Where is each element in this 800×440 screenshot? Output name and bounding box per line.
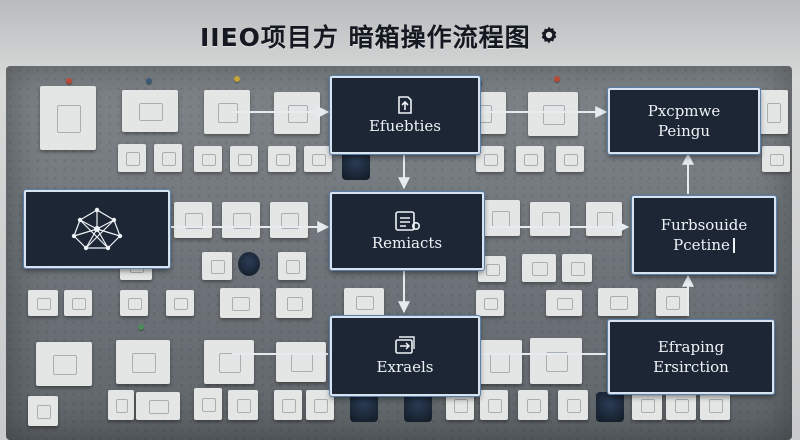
pinned-card [36, 342, 92, 386]
pinned-card [522, 254, 556, 282]
push-pin [138, 324, 144, 330]
pinned-card [278, 252, 306, 280]
pinned-card [528, 92, 578, 136]
pinned-card [586, 202, 622, 236]
node-exraels[interactable]: Exraels [330, 316, 480, 396]
pinned-card [758, 90, 788, 134]
pinned-card [228, 390, 258, 420]
node-network[interactable] [24, 190, 170, 268]
pinned-card [202, 252, 232, 280]
pinned-card [556, 146, 584, 172]
pinned-card [666, 390, 696, 420]
stack-arrow-icon [395, 336, 415, 354]
pinned-card [136, 392, 180, 420]
node-efraping[interactable]: Efraping Ersirction [608, 320, 774, 394]
text-cursor [732, 237, 735, 253]
pinned-card [562, 254, 592, 282]
pinned-card [166, 290, 194, 316]
thread-spool [238, 252, 260, 276]
node-efuebties[interactable]: Efuebties [330, 76, 480, 154]
pinned-card [40, 86, 96, 150]
title-text: IIEO项目方 暗箱操作流程图 [200, 23, 531, 52]
pinned-card [116, 340, 170, 384]
pinned-card [344, 288, 384, 316]
pinned-card [28, 290, 58, 316]
pinned-card [204, 340, 254, 384]
pinned-card [480, 390, 508, 420]
push-pin [146, 78, 152, 84]
pinned-card [632, 390, 662, 420]
pinned-card [700, 390, 730, 420]
pinned-card [476, 340, 522, 384]
pinned-card [476, 146, 504, 172]
node-efuebties-label: Efuebties [368, 117, 442, 135]
pinned-card [230, 146, 258, 172]
pinned-card [174, 202, 212, 238]
node-efraping-line1: Efraping [657, 338, 725, 356]
pinned-card [194, 388, 222, 420]
pinned-card [154, 144, 182, 172]
diagram-title: IIEO项目方 暗箱操作流程图 [200, 16, 620, 56]
pinned-card [546, 290, 582, 316]
pinned-card [222, 202, 260, 238]
pinned-card [194, 146, 222, 172]
pinned-card [530, 338, 582, 384]
pinned-card [28, 396, 58, 426]
push-pin [554, 76, 560, 82]
network-graph-icon [71, 207, 123, 251]
pinned-card [518, 390, 548, 420]
pinned-card [558, 390, 588, 420]
pinned-card [108, 390, 134, 420]
pinned-card [306, 390, 334, 420]
pinned-card [270, 202, 308, 238]
pinned-card [304, 146, 332, 172]
pinned-card [220, 288, 260, 318]
document-up-arrow-icon [398, 96, 412, 114]
node-efraping-line2: Ersirction [653, 358, 729, 376]
thread-spool [596, 392, 624, 422]
thread-spool [350, 392, 378, 422]
node-pxcpmwe-line2: Peingu [657, 122, 711, 140]
push-pin [66, 78, 72, 84]
node-exraels-label: Exraels [376, 358, 434, 376]
thread-spool [404, 392, 432, 422]
pinned-card [656, 288, 688, 316]
pinned-card [598, 288, 638, 316]
pinned-card [276, 288, 312, 318]
push-pin [234, 76, 240, 82]
pinned-card [122, 90, 178, 132]
pinned-card [516, 146, 544, 172]
pinned-card [762, 146, 790, 172]
pinned-card [274, 390, 302, 420]
pinned-card [120, 290, 148, 316]
node-furbsouide-line1: Furbsouide [660, 216, 748, 234]
node-remiacts[interactable]: Remiacts [330, 192, 484, 270]
pinned-card [64, 290, 92, 316]
pinned-card [118, 144, 146, 172]
pinned-card [476, 290, 504, 316]
pinned-card [268, 146, 296, 172]
node-furbsouide-line2: Pcetine [673, 236, 730, 254]
node-pxcpmwe-line1: Pxcpmwe [647, 102, 721, 120]
gear-icon [541, 26, 556, 44]
node-remiacts-label: Remiacts [371, 234, 443, 252]
clipboard-gear-icon [395, 211, 420, 231]
node-furbsouide[interactable]: Furbsouide Pcetine [632, 196, 776, 274]
thread-spool [342, 150, 370, 180]
node-pxcpmwe[interactable]: Pxcpmwe Peingu [608, 88, 760, 154]
